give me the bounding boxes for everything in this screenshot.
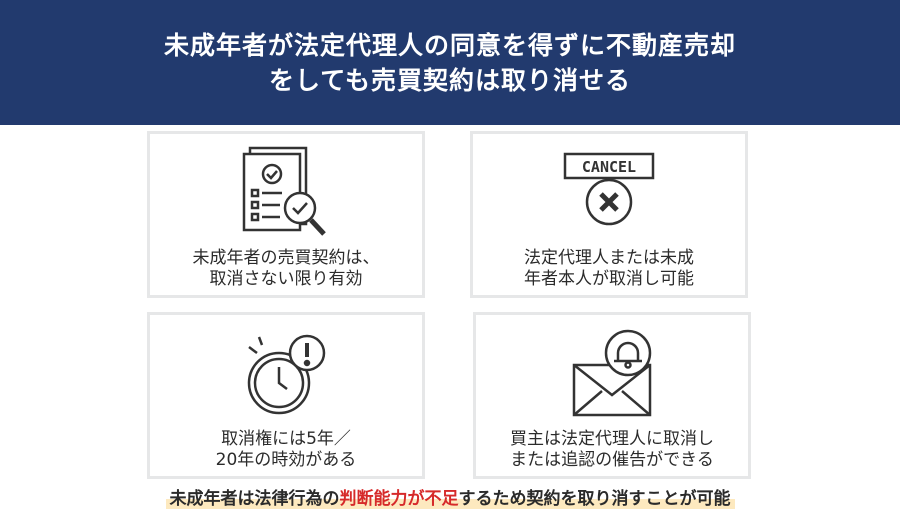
document-magnifier-check-icon (236, 140, 336, 248)
title-line-1: 未成年者が法定代理人の同意を得ずに不動産売却 (163, 30, 736, 60)
card-line: 法定代理人または未成 (524, 248, 694, 268)
card-line: 年者本人が取消し可能 (524, 269, 694, 289)
card-line: 未成年者の売買契約は、 (192, 248, 380, 268)
card-contract-valid: 未成年者の売買契約は、 取消さない限り有効 (147, 131, 425, 298)
title-line-2: をしても売買契約は取り消せる (268, 65, 631, 95)
summary-highlight: 判断能力が不足 (339, 489, 459, 509)
card-text: 未成年者の売買契約は、 取消さない限り有効 (193, 248, 380, 290)
card-line: 買主は法定代理人に取消し (510, 429, 714, 449)
card-line: または追認の催告ができる (510, 450, 714, 470)
envelope-bell-icon (562, 321, 662, 429)
card-time-limit: 取消権には5年／ 20年の時効がある (147, 312, 425, 479)
card-line: 20年の時効がある (215, 450, 357, 470)
card-buyer-notice: 買主は法定代理人に取消し または追認の催告ができる (473, 312, 751, 479)
summary-caption: 未成年者は法律行為の判断能力が不足するため契約を取り消すことが可能 (0, 484, 900, 509)
header-banner: 未成年者が法定代理人の同意を得ずに不動産売却 をしても売買契約は取り消せる (0, 0, 900, 125)
cancel-label: CANCEL (582, 158, 636, 176)
cancel-x-icon: CANCEL (559, 140, 659, 248)
card-line: 取消権には5年／ (221, 429, 351, 449)
card-text: 買主は法定代理人に取消し または追認の催告ができる (510, 429, 714, 471)
card-text: 取消権には5年／ 20年の時効がある (216, 429, 357, 471)
clock-alert-icon (231, 321, 341, 429)
summary-part1: 未成年者は法律行為の (169, 489, 340, 509)
card-cancel-by-guardian: CANCEL 法定代理人または未成 年者本人が取消し可能 (470, 131, 748, 298)
summary-part2: するため契約を取り消すことが可能 (458, 489, 731, 509)
card-text: 法定代理人または未成 年者本人が取消し可能 (524, 248, 694, 290)
card-line: 取消さない限り有効 (209, 269, 363, 289)
